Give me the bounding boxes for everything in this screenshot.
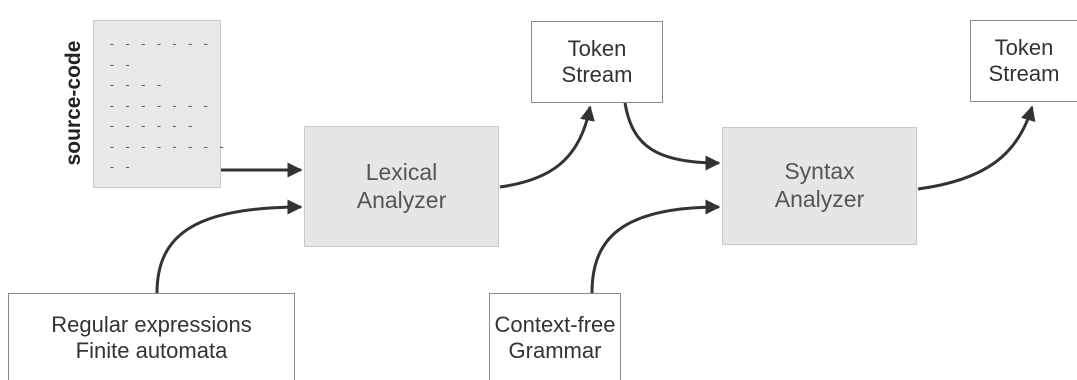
- context-free-grammar-node: Context-free Grammar: [489, 293, 621, 380]
- token-stream-node-2: Token Stream: [970, 20, 1077, 102]
- regex-line1: Regular expressions: [51, 312, 252, 337]
- source-code-line: - -: [108, 160, 132, 175]
- lexical-analyzer-node: Lexical Analyzer: [304, 126, 499, 247]
- token-stream-1-line1: Token: [567, 35, 627, 61]
- lexical-analyzer-line2: Analyzer: [356, 186, 447, 213]
- source-code-line: - - - - - - -: [108, 37, 210, 52]
- token-stream-1-line2: Stream: [561, 62, 633, 87]
- source-code-line: - -: [108, 57, 132, 73]
- token-stream-2-line2: Stream: [988, 61, 1060, 86]
- arrow-token-stream-to-syntax: [623, 102, 721, 171]
- lexical-analyzer-line1: Lexical: [365, 158, 438, 185]
- source-code-line: - - - -: [108, 78, 163, 93]
- grammar-line2: Grammar: [508, 338, 602, 364]
- syntax-analyzer-line1: Syntax: [784, 158, 855, 185]
- source-code-line: - - - - - - -: [108, 98, 210, 114]
- source-code-line: - - - - - - - -: [108, 139, 226, 155]
- arrow-lexical-to-token-stream: [499, 105, 595, 189]
- arrow-syntax-to-token-stream: [917, 105, 1036, 191]
- arrow-regex-to-lexical: [155, 199, 303, 294]
- regex-automata-node: Regular expressions Finite automata: [8, 293, 295, 380]
- token-stream-2-line1: Token: [994, 34, 1054, 60]
- grammar-line1: Context-free: [494, 312, 616, 337]
- arrow-grammar-to-syntax: [590, 199, 721, 294]
- syntax-analyzer-line2: Analyzer: [774, 186, 865, 212]
- source-code-label: source-code: [62, 40, 85, 166]
- regex-line2: Finite automata: [75, 338, 228, 364]
- source-code-document: - - - - - - - - - - - - - - - - - - - - - - …: [93, 20, 225, 188]
- source-code-line: - - - - - -: [108, 119, 195, 134]
- source-code-lines: - - - - - - - - - - - - - - - - - - - - - - …: [108, 35, 225, 179]
- token-stream-node-1: Token Stream: [531, 21, 663, 103]
- syntax-analyzer-node: Syntax Analyzer: [722, 127, 917, 245]
